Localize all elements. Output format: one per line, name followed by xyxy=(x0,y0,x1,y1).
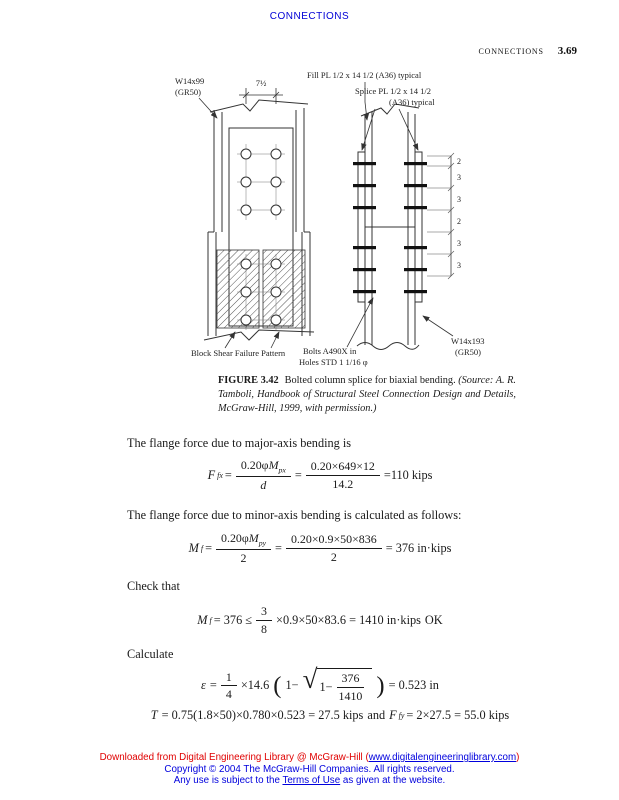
splice-plate-front xyxy=(228,127,294,327)
dim-label-0: 2 xyxy=(457,157,461,166)
splice-plate-left-side xyxy=(357,151,366,303)
block-shear-hatch-right xyxy=(262,249,306,329)
w14x193-label-line1: W14x193 xyxy=(451,336,485,346)
bottom-break-line xyxy=(203,329,315,341)
gauge-dimension xyxy=(239,88,283,104)
w14x99-leader-arrow xyxy=(198,97,218,119)
bolts-leader xyxy=(346,297,374,348)
footer-downloaded-line: Downloaded from Digital Engineering Libr… xyxy=(99,752,520,763)
footer-downloaded-text: Downloaded from Digital Engineering Libr… xyxy=(99,752,369,763)
figure-caption-label: FIGURE 3.42 xyxy=(218,375,279,386)
splice-pl-label-line2: (A36) typical xyxy=(389,97,435,107)
bottom-break-wave xyxy=(356,342,420,350)
bolts-label-line2: Holes STD 1 1/16 φ xyxy=(299,357,368,367)
figure-drawing: 7½ W14x99 (GR50) xyxy=(175,70,485,367)
w14x193-label-line2: (GR50) xyxy=(455,347,481,357)
dim-label-3: 2 xyxy=(457,217,461,226)
paragraph-major-axis: The flange force due to major-axis bendi… xyxy=(127,436,352,450)
fill-pl-leader xyxy=(363,82,370,121)
footer-terms-line: Any use is subject to the Terms of Use a… xyxy=(173,775,446,786)
dim-label-2: 3 xyxy=(457,195,461,204)
w14x193-leader xyxy=(422,315,454,337)
splice-pl-leader-left xyxy=(361,108,376,151)
sqrt-radical: √ xyxy=(302,664,318,694)
block-shear-leader-right xyxy=(270,331,280,349)
chapter-header-link[interactable]: CONNECTIONS xyxy=(269,11,350,22)
library-url-link[interactable]: www.digitalengineeringlibrary.com xyxy=(368,752,517,763)
footer-copyright-line: Copyright © 2004 The McGraw-Hill Compani… xyxy=(164,763,455,775)
equation-epsilon: ε = 1 4 ×14.6 ( 1− √ 1− 376 1410 ) = 0 xyxy=(201,664,439,703)
page-footer: Downloaded from Digital Engineering Libr… xyxy=(0,752,619,787)
dim-label-5: 3 xyxy=(457,261,461,270)
paragraph-check-that: Check that xyxy=(127,579,180,593)
equation-tension-and-ffy: T = 0.75(1.8×50)×0.780×0.523 = 27.5 kips… xyxy=(150,708,510,722)
bolt-pitch-dimensions xyxy=(427,152,455,280)
fill-pl-label: Fill PL 1/2 x 14 1/2 (A36) typical xyxy=(307,70,422,80)
figure-caption: FIGURE 3.42 Bolted column splice for biax… xyxy=(218,374,516,415)
close-paren: ) xyxy=(376,671,385,699)
bolts-label-line1: Bolts A490X in xyxy=(303,346,357,356)
right-column-elevation xyxy=(356,103,423,350)
running-title: CONNECTIONS xyxy=(478,47,544,56)
block-shear-hatch-left xyxy=(216,249,260,329)
running-head: CONNECTIONS 3.69 xyxy=(479,45,578,57)
page-number: 3.69 xyxy=(557,45,577,57)
open-paren: ( xyxy=(273,671,282,699)
bolt-holes xyxy=(240,148,282,326)
block-shear-label: Block Shear Failure Pattern xyxy=(191,348,286,358)
splice-plate-right-side xyxy=(414,151,423,303)
splice-pl-leader-right xyxy=(398,108,419,151)
side-view-bolts xyxy=(353,162,427,294)
figure-caption-source: (Source: A. R. Tamboli, Handbook of Stru… xyxy=(218,375,516,414)
gauge-dim-label: 7½ xyxy=(256,78,267,88)
figure-caption-text: Bolted column splice for biaxial bending… xyxy=(284,375,459,386)
w14x99-label-line2: (GR50) xyxy=(175,87,201,97)
dim-label-4: 3 xyxy=(457,239,461,248)
splice-pl-label-line1: Splice PL 1/2 x 14 1/2 xyxy=(355,86,431,96)
block-shear-leader-left xyxy=(224,331,236,349)
top-break-line xyxy=(209,99,309,113)
check-ok-flag: OK xyxy=(424,612,443,627)
terms-of-use-link[interactable]: Terms of Use xyxy=(282,775,341,786)
paragraph-calculate: Calculate xyxy=(127,647,174,661)
paragraph-minor-axis: The flange force due to minor-axis bendi… xyxy=(127,508,462,522)
w14x99-label-line1: W14x99 xyxy=(175,76,204,86)
dim-label-1: 3 xyxy=(457,173,461,182)
